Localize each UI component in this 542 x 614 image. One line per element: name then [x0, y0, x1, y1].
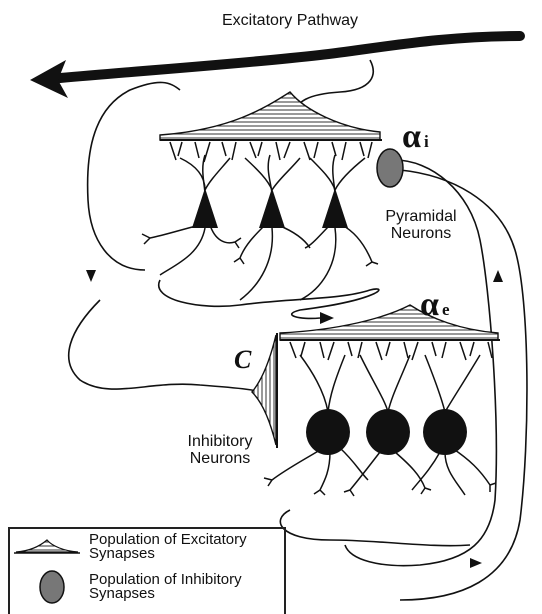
inhibitory-synapse-alpha-i [377, 149, 403, 187]
inhibitory-neurons-label: Inhibitory Neurons [174, 433, 266, 467]
lower-excitatory-synapse-population [280, 305, 498, 340]
alpha-e-symbol: α [420, 286, 439, 323]
pyramidal-line-2: Neurons [380, 225, 462, 242]
inhibitory-line-1: Inhibitory [174, 433, 266, 450]
legend-inhibitory-text: Population of Inhibitory Synapses [89, 573, 289, 601]
inhibitory-synapse-population-c [252, 335, 276, 445]
alpha-i-symbol: α [402, 118, 421, 155]
pyramidal-somas [192, 188, 348, 228]
pyramidal-line-1: Pyramidal [380, 208, 462, 225]
top-excitatory-synapse-population [160, 92, 380, 140]
legend-inhibitory-line-2: Synapses [89, 587, 289, 601]
legend-excitatory-text: Population of Excitatory Synapses [89, 533, 289, 561]
pyramidal-neurons-label: Pyramidal Neurons [380, 208, 462, 242]
excitatory-pathway-title: Excitatory Pathway [222, 12, 358, 29]
alpha-i-subscript: i [424, 132, 429, 151]
inhibitory-line-2: Neurons [174, 450, 266, 467]
legend-box: Population of Excitatory Synapses Popula… [8, 527, 286, 614]
legend-excitatory-line-2: Synapses [89, 547, 289, 561]
inhibitory-somas [306, 409, 467, 455]
c-label: C [234, 345, 251, 375]
alpha-e-subscript: e [442, 300, 450, 319]
excitatory-pathway-arrow [30, 36, 520, 98]
